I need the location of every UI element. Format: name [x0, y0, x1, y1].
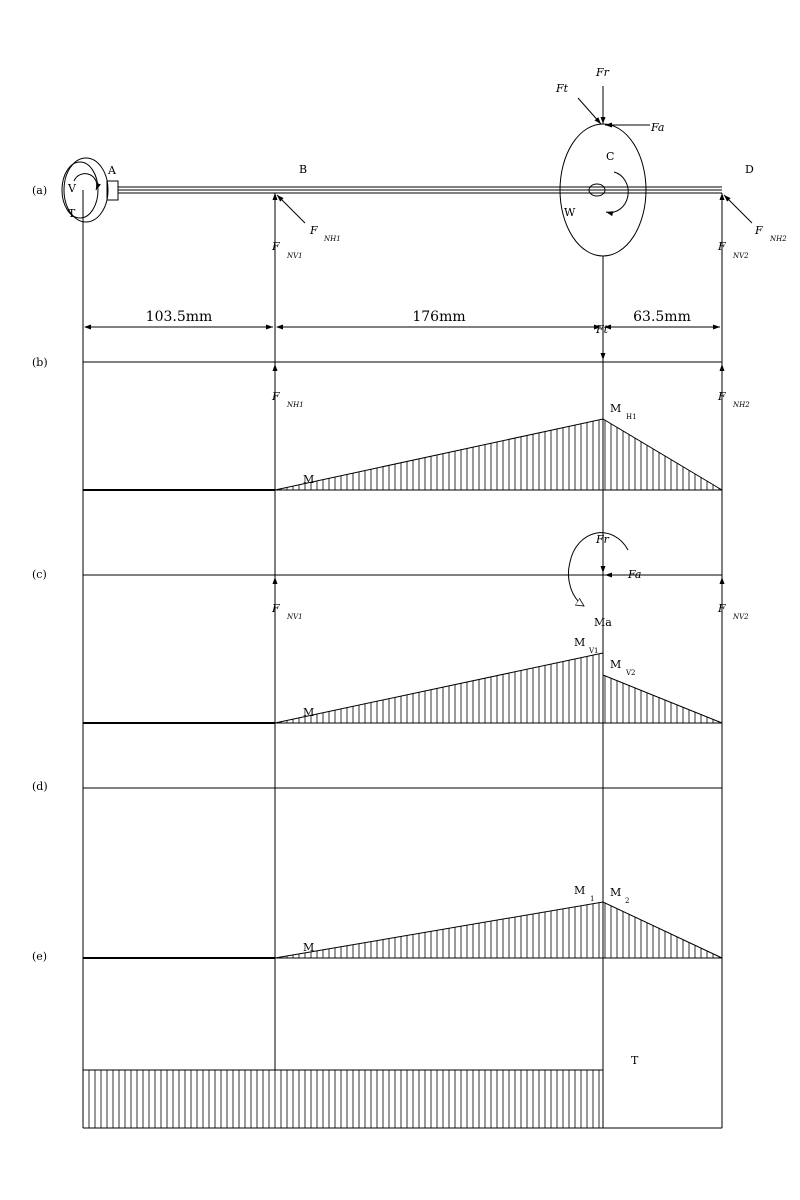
moment-V-outline [274, 652, 723, 724]
force-Fa-c-label: Fa [627, 568, 641, 581]
reaction-NH2-arrow [723, 194, 753, 224]
force-Fr-c-label: Fr [595, 533, 610, 546]
vertical-plane: Fr Fa Ma F NV1 F NV2 M M V1 M V2 [83, 532, 749, 724]
F-NH2-sub: NH2 [769, 235, 787, 243]
label-M-c: M [303, 706, 314, 719]
dim-ab-label: 103.5mm [146, 309, 213, 325]
row-label-a: (a) [32, 184, 47, 197]
F-NV1-c-label: F [271, 602, 280, 615]
point-D: D [745, 163, 754, 176]
row-label-d: (d) [32, 780, 48, 793]
F-NH2-label: F [754, 224, 763, 237]
pulley [63, 157, 109, 223]
label-T-a: T [68, 207, 76, 220]
F-NV1-sub: NV1 [286, 252, 303, 260]
force-Fr-label: Fr [595, 66, 610, 79]
force-Ft-b-label: Ft [595, 323, 609, 336]
moment-M-hatch [280, 902, 720, 958]
pulley-inner [61, 161, 99, 219]
label-M-e: M [303, 941, 314, 954]
gear-rotation-icon [605, 171, 629, 217]
moment-V-hatch [280, 653, 720, 723]
F-NV2-sub: NV2 [732, 252, 749, 260]
point-A: A [107, 164, 117, 177]
row-label-b: (b) [32, 356, 48, 369]
label-MH1: M [610, 402, 621, 415]
torque-arrow-icon [73, 173, 101, 191]
moment-M-outline [274, 901, 723, 959]
row-label-e: (e) [32, 950, 47, 963]
F-NV2-c-sub: NV2 [732, 613, 749, 621]
F-NV1-c-sub: NV1 [286, 613, 303, 621]
label-W: W [564, 206, 576, 219]
moment-H-hatch [280, 419, 720, 490]
F-NH1-b-label: F [271, 390, 280, 403]
shaft-layout: V T A B D C W Fr Ft Fa F NH1 F NV1 F NH2… [61, 66, 787, 260]
label-MV1: M [574, 636, 585, 649]
label-MV1-sub: V1 [588, 647, 599, 655]
gear-hub [588, 183, 606, 197]
label-Ma: Ma [594, 616, 612, 629]
moment-H-outline [274, 418, 723, 491]
label-M2-sub: 2 [625, 897, 629, 905]
hub [106, 180, 119, 201]
label-M1-sub: 1 [590, 895, 594, 903]
F-NH1-label: F [309, 224, 318, 237]
torque-diagram: T [83, 1054, 722, 1129]
dimension-line: 103.5mm 176mm 63.5mm [84, 309, 720, 330]
label-MH1-sub: H1 [626, 413, 637, 421]
F-NH1-sub: NH1 [323, 235, 341, 243]
point-C: C [606, 150, 614, 163]
force-Ft-label: Ft [555, 82, 569, 95]
F-NH2-b-sub: NH2 [732, 401, 750, 409]
F-NV2-c-label: F [717, 602, 726, 615]
torque-hatch [88, 1070, 600, 1128]
label-M2: M [610, 886, 621, 899]
label-MV2-sub: V2 [625, 669, 636, 677]
moment-Ma-arrow-icon [568, 532, 629, 606]
force-Ft-arrow [577, 97, 602, 125]
dim-bc-label: 176mm [412, 309, 465, 325]
F-NH1-b-sub: NH1 [286, 401, 304, 409]
label-M1: M [574, 884, 585, 897]
reaction-NH1-arrow [276, 194, 306, 224]
label-MV2: M [610, 658, 621, 671]
resultant-moment: M M 1 M 2 [83, 884, 723, 959]
dim-cd-label: 63.5mm [633, 309, 691, 325]
row-label-c: (c) [32, 568, 47, 581]
horizontal-plane: Ft F NH1 F NH2 M M H1 [83, 323, 750, 491]
label-T-torque: T [631, 1054, 639, 1067]
label-M-b: M [303, 473, 314, 486]
force-Fa-label: Fa [650, 121, 664, 134]
point-B: B [299, 163, 307, 176]
F-NH2-b-label: F [717, 390, 726, 403]
label-V: V [67, 182, 77, 195]
